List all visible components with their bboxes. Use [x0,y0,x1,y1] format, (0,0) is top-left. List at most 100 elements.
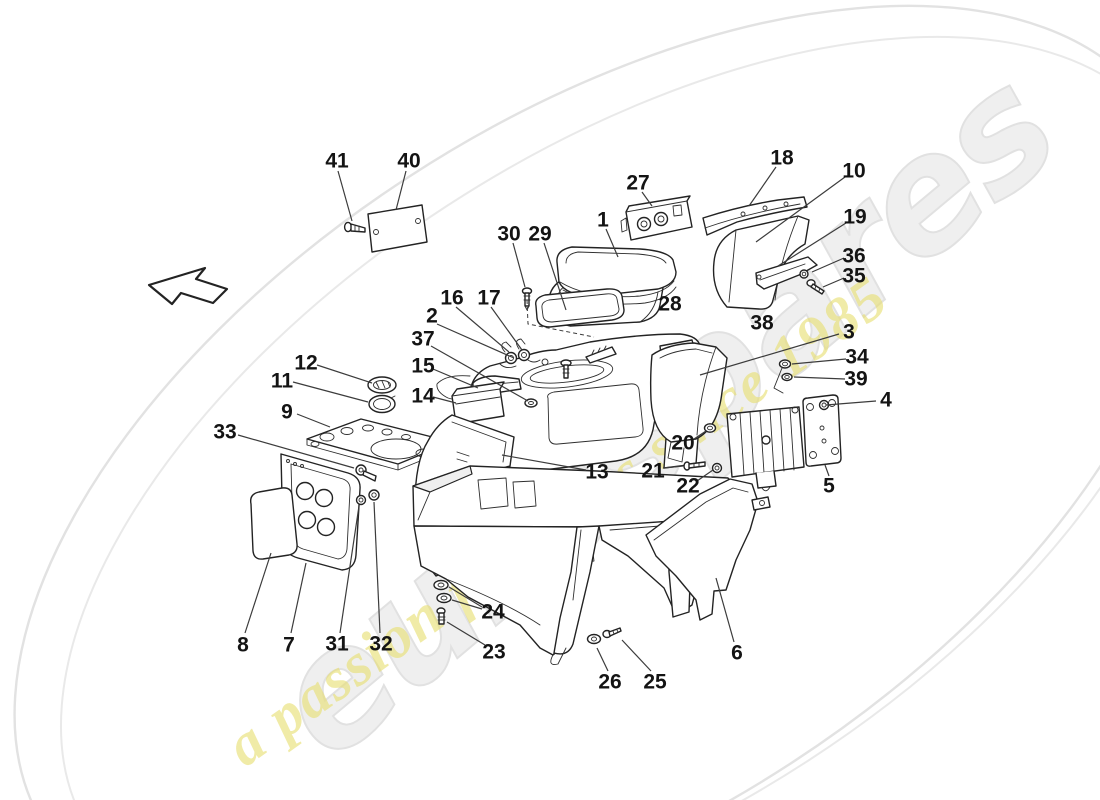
part-cover-strip-18 [702,196,808,236]
part-plate-5 [802,394,842,467]
part-label-36: 36 [842,244,865,267]
part-striker-plate [585,345,617,364]
leader-line-31 [339,505,360,634]
leader-line-14 [432,396,457,404]
part-armrest-lid-1 [556,246,677,305]
part-latch-2 [499,359,541,369]
part-ribbed-bracket [726,406,805,492]
part-screw-35 [806,279,825,295]
part-plate-40 [367,204,428,253]
leader-line-25 [621,639,652,672]
part-label-11: 11 [271,369,294,392]
leader-dashed-30 [526,299,595,338]
part-label-1: 1 [597,208,609,231]
leader-line-21 [662,465,684,469]
leader-line-5 [824,464,830,477]
part-switch-carrier-7 [280,453,361,571]
part-side-panel-6 [645,478,771,621]
leader-line-30 [512,242,526,288]
part-nut-32 [368,489,380,501]
part-label-23: 23 [482,640,505,663]
leader-line-22 [696,469,714,482]
leader-line-24 [451,599,483,610]
part-label-8: 8 [237,633,249,656]
part-label-27: 27 [626,171,649,194]
leader-line-29 [543,242,567,311]
part-washer-26 [586,633,602,645]
part-label-32: 32 [369,632,392,655]
part-label-35: 35 [842,264,866,287]
part-label-6: 6 [731,641,743,664]
part-screw-23 [436,607,446,625]
part-label-31: 31 [325,632,349,655]
part-label-26: 26 [598,670,621,693]
part-label-18: 18 [770,146,794,169]
part-mat-29 [535,288,625,328]
leader-line-35 [822,277,845,288]
leader-line-6 [715,577,735,643]
leader-line-40 [395,170,407,211]
part-label-4: 4 [880,388,892,411]
part-label-37: 37 [411,327,434,350]
part-trim-strip-19 [755,256,818,290]
part-label-20: 20 [671,431,694,454]
part-hinge-17 [516,338,531,362]
leader-line-32 [373,501,381,634]
part-label-12: 12 [294,351,317,374]
leader-line-17 [490,306,523,351]
leader-line-19 [777,222,847,267]
leader-line-27 [641,191,653,207]
part-tunnel-mid-strut [550,525,600,665]
leader-line-4 [825,400,877,406]
leader-line-11 [292,381,369,403]
direction-arrow [147,266,229,306]
part-label-28: 28 [658,292,682,315]
part-label-21: 21 [641,459,665,482]
part-hinge-16 [501,341,518,365]
part-label-10: 10 [842,159,865,182]
part-label-25: 25 [643,670,667,693]
part-label-15: 15 [411,354,435,377]
part-label-19: 19 [843,205,866,228]
leader-line-12 [316,364,373,384]
leader-line-15 [432,368,479,389]
part-grommet-20 [703,423,717,433]
leader-line-33 [237,434,355,469]
part-label-16: 16 [440,286,463,309]
leader-line-9 [296,413,331,428]
part-washers-24 [433,579,452,604]
part-screw-25 [602,627,622,639]
part-washer-22 [711,462,723,474]
leader-line-24 [448,586,483,608]
part-label-7: 7 [283,633,295,656]
part-rear-panel-10 [712,215,810,310]
part-label-38: 38 [750,311,774,334]
part-label-24: 24 [481,600,505,623]
leader-line-23 [446,621,486,646]
part-screw-30 [521,287,533,311]
part-label-3: 3 [843,320,855,343]
part-label-14: 14 [411,384,435,407]
part-label-41: 41 [325,149,349,172]
part-screw-console [560,359,572,379]
leader-line-41 [337,170,353,222]
leader-line-8 [244,552,272,634]
leader-line-39 [793,376,846,380]
part-label-30: 30 [497,222,520,245]
part-label-22: 22 [676,474,699,497]
leader-line-2 [436,323,515,359]
leader-line-1 [605,228,619,258]
part-label-39: 39 [844,367,867,390]
part-switch-panel-27 [620,195,693,241]
leader-line-13 [501,454,587,471]
part-label-2: 2 [426,304,438,327]
leader-line-10 [755,176,846,243]
part-washer-34 [778,359,792,369]
part-label-40: 40 [397,149,420,172]
part-label-34: 34 [845,345,869,368]
